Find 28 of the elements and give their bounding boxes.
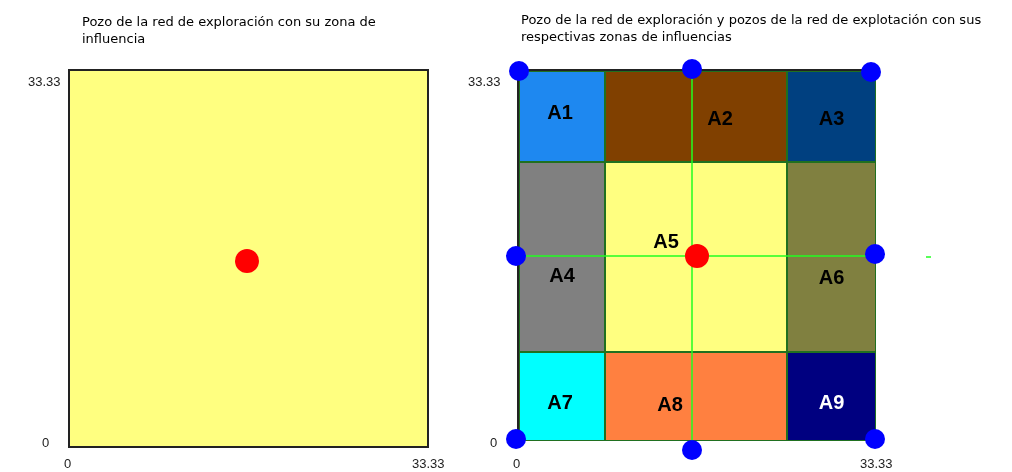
influence-zone-cell [519,352,605,441]
panel-title: Pozo de la red de exploración y pozos de la red de explotación con sus respectivas zonas de influencias [521,11,983,45]
axis-value: 0 [490,435,498,450]
panel-title: Pozo de la red de exploración con su zona de influencia [82,13,377,47]
axis-value: 33.33 [468,74,501,89]
axis-value: 0 [64,456,72,471]
influence-zone-cell [605,162,787,352]
influence-zone-cell [787,352,876,441]
influence-zone-cell [787,71,876,162]
influence-zone-cell [605,71,787,162]
influence-zone-cell [605,352,787,441]
influence-zone-cell [519,71,605,162]
zone-label: A3 [818,107,845,130]
zone-label: A9 [818,391,845,414]
zone-label: A8 [657,393,683,416]
axis-value: 0 [513,456,521,471]
zone-label: A2 [707,107,733,130]
axis-value: 0 [42,435,50,450]
axis-value: 33.33 [412,456,445,471]
influence-zone-cell [519,162,605,352]
zone-label: A4 [549,263,575,287]
zone-label: A6 [818,265,845,289]
axis-value: 33.33 [860,456,893,471]
zone-label: A7 [547,391,573,414]
zone-label: A1 [547,101,573,124]
axis-value: 33.33 [28,74,61,89]
influence-zone-cell [787,162,876,352]
zone-label: A5 [653,229,679,253]
